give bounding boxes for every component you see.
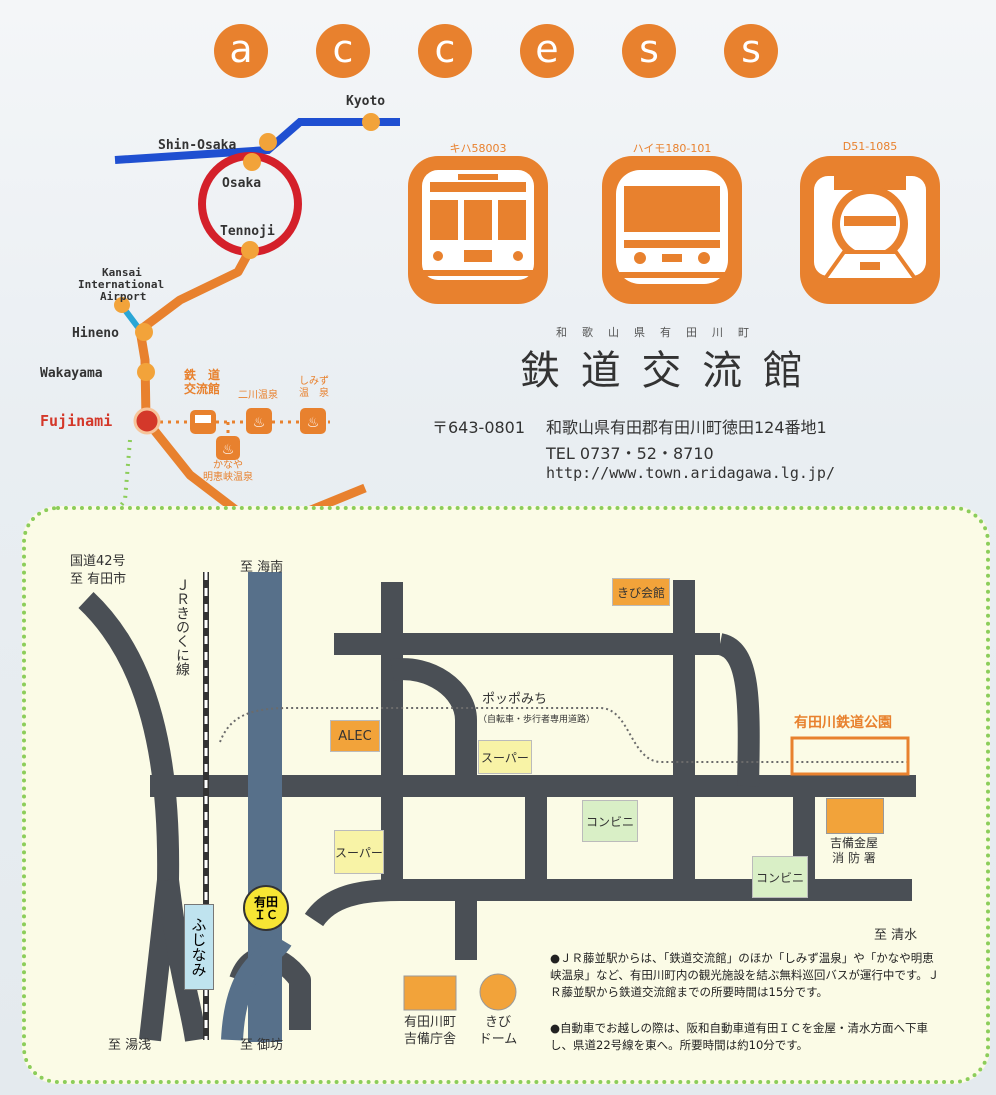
road-route42 xyxy=(78,591,180,1042)
title-letter: s xyxy=(724,24,778,78)
station-dot-kyoto xyxy=(362,113,380,131)
direction-yuasa: 至 湯浅 xyxy=(108,1038,152,1053)
station-label-wakayama: Wakayama xyxy=(40,366,103,381)
onsen-icon xyxy=(216,436,240,460)
station-dot-wakayama xyxy=(137,363,155,381)
title-letter: a xyxy=(214,24,268,78)
poppo-michi-label: ポッポみち xyxy=(482,692,548,707)
train-caption: キハ58003 xyxy=(449,142,507,155)
road xyxy=(716,633,760,787)
direction-gobo: 至 御坊 xyxy=(240,1038,284,1053)
spot-label-kanaya: かなや 明恵峡温泉 xyxy=(203,460,253,483)
title-letter: c xyxy=(316,24,370,78)
jr-line-label: ＪＲきのくに線 xyxy=(174,578,190,676)
train-caption: ハイモ180-101 xyxy=(632,142,712,155)
title-letter: c xyxy=(418,24,472,78)
facility-name: 鉄 道 交 流 館 xyxy=(520,348,807,394)
train-caption: D51-1085 xyxy=(842,140,898,153)
railbus-icon xyxy=(602,156,742,304)
facility-tel: TEL 0737・52・8710 xyxy=(546,444,714,463)
fujinami-station-box: ふじなみ xyxy=(184,904,214,990)
station-dot-osaka xyxy=(243,153,261,171)
station-label-shin-osaka: Shin-Osaka xyxy=(158,138,237,153)
building-supermarket: スーパー xyxy=(478,740,532,774)
legend-dome-label: きび ドーム xyxy=(478,1015,518,1047)
legend-office-label: 有田川町 吉備庁舎 xyxy=(403,1015,456,1047)
building-supermarket: スーパー xyxy=(334,830,384,874)
station-label-tennoji: Tennoji xyxy=(220,224,275,239)
station-dot-hineno xyxy=(135,323,153,341)
diesel-railcar-icon xyxy=(408,156,548,304)
station-label-osaka: Osaka xyxy=(222,176,262,191)
svg-text:♨: ♨ xyxy=(253,415,266,431)
station-dot-kansai-airport xyxy=(114,297,130,313)
onsen-icon xyxy=(246,408,272,434)
road42-label: 国道42号 xyxy=(70,554,126,569)
steam-locomotive-icon xyxy=(800,156,940,304)
station-label-kansai-2: International xyxy=(78,278,165,291)
poppo-michi-sublabel: （自転車・歩行者専用道路） xyxy=(478,715,596,725)
fire-station-icon xyxy=(826,798,884,834)
station-label-fujinami: Fujinami xyxy=(40,412,113,430)
building-alec: ALEC xyxy=(330,720,380,752)
onsen-icon xyxy=(300,408,326,434)
jr-kyoto-line xyxy=(114,118,400,164)
access-note-bus: ●ＪＲ藤並駅からは、「鉄道交流館」のほか「しみず温泉」や「かなや明恵峡温泉」など… xyxy=(550,951,940,999)
facility-postal: 〒643-0801 xyxy=(432,418,526,437)
interchange-marker xyxy=(243,885,289,931)
railway-park-label: 有田川鉄道公園 xyxy=(794,715,892,731)
svg-text:♨: ♨ xyxy=(222,442,235,458)
legend-dome-icon xyxy=(479,973,517,1011)
station-label-kyoto: Kyoto xyxy=(346,94,386,109)
road42-direction: 至 有田市 xyxy=(70,572,127,587)
facility-address: 和歌山県有田郡有田川町徳田124番地1 xyxy=(546,418,827,437)
access-note-car: ●自動車でお越しの際は、阪和自動車道有田ＩＣを金屋・清水方面へ下車し、県道22号… xyxy=(550,1021,929,1052)
title-letter: e xyxy=(520,24,574,78)
spot-label-shimizu: しみず 温 泉 xyxy=(299,376,329,399)
svg-text:♨: ♨ xyxy=(307,415,320,431)
station-dot-tennoji xyxy=(241,241,259,259)
road xyxy=(304,879,912,927)
station-label-kansai-3: Airport xyxy=(100,290,147,303)
building-kibi-kaikan: きび会館 xyxy=(612,578,670,606)
railway-park-box xyxy=(790,736,910,776)
road xyxy=(390,658,477,786)
station-label-hineno: Hineno xyxy=(72,326,119,341)
station-label-kansai-1: Kansai xyxy=(102,266,142,279)
direction-shimizu: 至 清水 xyxy=(874,928,918,943)
title-letter: s xyxy=(622,24,676,78)
direction-kainan: 至 海南 xyxy=(240,560,284,575)
interchange-label: 有田ＩＣ xyxy=(253,895,278,922)
spot-label-museum: 鉄 道 交流館 xyxy=(183,368,220,396)
facility-url[interactable]: http://www.town.aridagawa.lg.jp/ xyxy=(546,464,835,482)
station-dot-fujinami xyxy=(133,407,161,435)
legend-office-icon xyxy=(403,975,457,1011)
building-convenience-store: コンビニ xyxy=(752,856,808,898)
poppo-michi-path xyxy=(219,707,910,763)
spot-label-nikawa: 二川温泉 xyxy=(238,390,278,401)
facility-subtitle: 和 歌 山 県 有 田 川 町 xyxy=(556,326,751,339)
building-convenience-store: コンビニ xyxy=(582,800,638,842)
fire-station-label: 吉備金屋 消 防 署 xyxy=(829,836,878,865)
station-dot-shin-osaka xyxy=(259,133,277,151)
